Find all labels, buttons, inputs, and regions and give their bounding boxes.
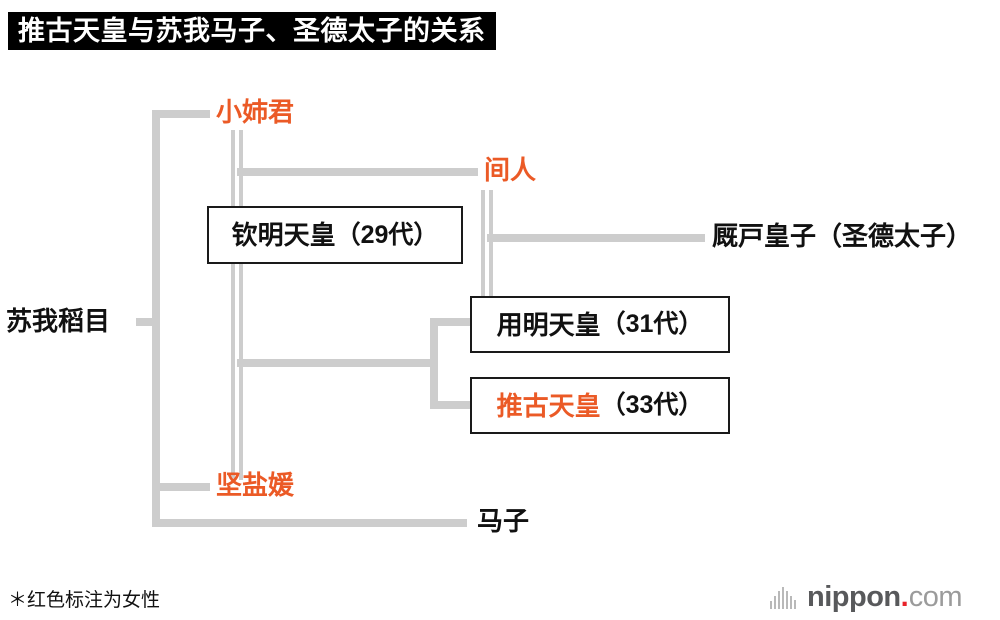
person-name: 间人 [484,155,537,185]
person-oane-no-kimi: 小姉君 [216,99,294,125]
logo-tld: com [908,581,963,613]
person-umayado-shotoku-taishi: 厩戸皇子（圣德太子） [712,223,972,249]
person-box-kinmei: 钦明天皇（29代） [207,206,463,264]
person-generation: （29代） [335,220,439,249]
person-kitashihime: 坚盐媛 [216,472,294,498]
person-box-suiko: 推古天皇（33代） [470,377,730,434]
person-name: 坚盐媛 [216,470,295,500]
person-name: 钦明天皇 [231,220,336,250]
person-box-yomei: 用明天皇（31代） [470,296,730,353]
connector-iname-spine [152,110,160,527]
connector-children-bracket-spine [430,318,438,409]
connector-iname-to-oane [152,110,210,118]
person-hashihito: 间人 [484,157,536,183]
person-name: 用明天皇 [496,309,601,340]
person-generation: （33代） [600,391,704,419]
person-name: 苏我稻目 [6,306,111,336]
person-generation: （31代） [600,310,704,338]
person-umako: 马子 [477,508,529,534]
connector-bracket-to-yomei [430,318,472,326]
connector-kinmei-to-children-bracket [237,359,438,367]
connector-iname-to-kitashihime [152,483,210,491]
person-name: 厩戸皇子（圣德太子） [712,221,973,251]
person-soga-no-iname: 苏我稻目 [6,308,110,334]
legend-footnote: ＊红色标注为女性 [8,590,161,611]
person-name: 推古天皇 [496,390,601,421]
connector-iname-to-spine [136,318,160,326]
connector-kinmei-to-hashihito [237,168,478,176]
nippon-com-logo[interactable]: nippon . com [770,578,963,613]
person-name: 马子 [477,506,530,536]
page-title: 推古天皇与苏我马子、圣德太子的关系 [18,15,486,46]
connector-iname-to-umako [152,519,467,527]
logo-brand: nippon [807,581,901,613]
marriage-line-yomei-hashihito [481,190,493,296]
marriage-line-kinmei-consorts [231,130,243,480]
sound-bars-icon [770,587,798,609]
title-bar: 推古天皇与苏我马子、圣德太子的关系 [8,12,496,50]
logo-dot: . [900,581,909,613]
connector-bracket-to-suiko [430,401,472,409]
person-name: 小姉君 [216,97,295,127]
connector-to-umayado [487,234,705,242]
